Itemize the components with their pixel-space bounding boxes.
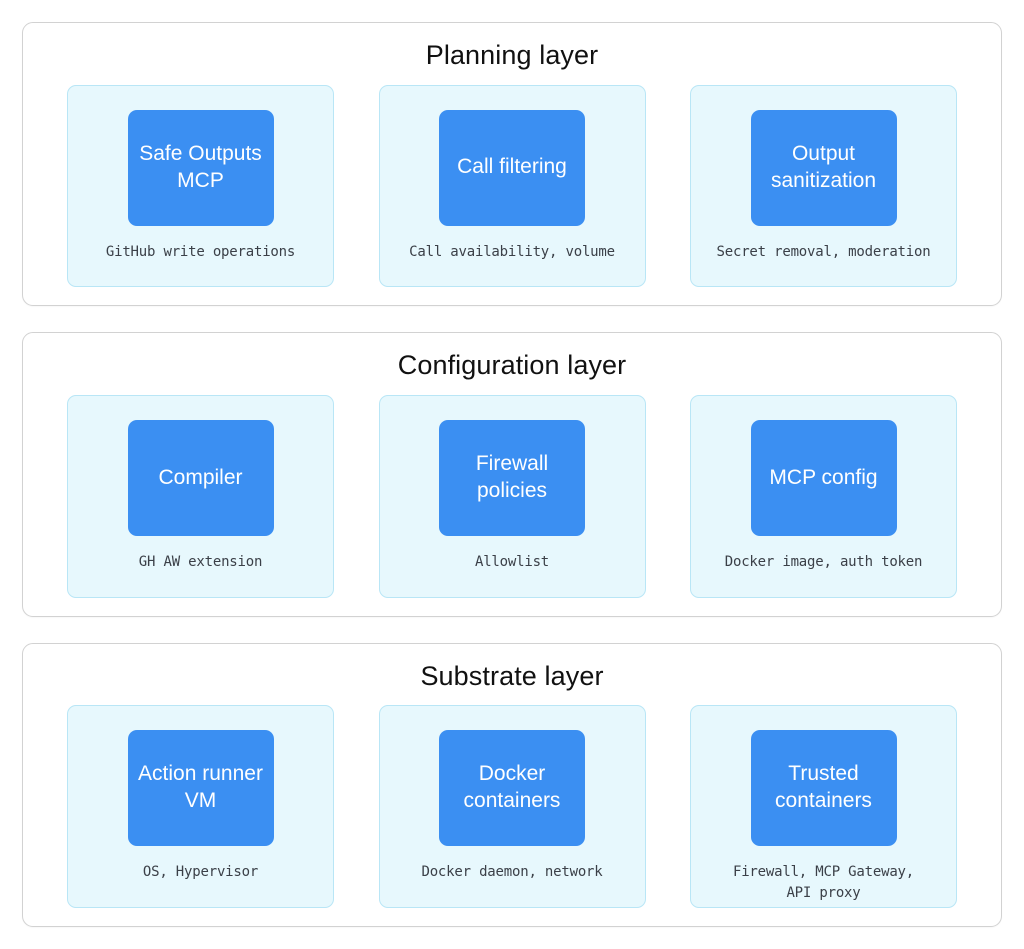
caption-action-runner-vm: OS, Hypervisor [142, 864, 259, 881]
node-compiler: Compiler [127, 420, 274, 537]
layer-title-planning: Planning layer [425, 40, 599, 70]
card-mcp-config[interactable]: MCP config Docker image, auth token [690, 395, 957, 598]
layer-title-substrate: Substrate layer [420, 660, 604, 691]
node-call-filtering: Call filtering [439, 109, 585, 226]
card-firewall-policies[interactable]: Firewall policies Allowlist [378, 395, 646, 598]
card-compiler[interactable]: Compiler GH AW extension [67, 395, 334, 598]
node-firewall-policies: Firewall policies [439, 420, 585, 537]
layer-title-configuration: Configuration layer [397, 350, 627, 381]
cards-row-configuration: Compiler GH AW extension Firewall polici… [23, 395, 1001, 598]
cards-row-substrate: Action runner VM OS, Hypervisor Docker c… [23, 705, 1001, 908]
card-output-sanitization[interactable]: Output sanitization Secret removal, mode… [690, 84, 957, 288]
caption-trusted-containers: Firewall, MCP Gateway, API proxy [732, 864, 915, 901]
node-docker-containers: Docker containers [439, 730, 585, 847]
caption-compiler: GH AW extension [138, 554, 263, 571]
card-docker-containers[interactable]: Docker containers Docker daemon, network [378, 705, 646, 908]
caption-call-filtering: Call availability, volume [409, 243, 615, 260]
caption-firewall-policies: Allowlist [474, 554, 550, 571]
layer-panel-substrate: Substrate layer Action runner VM OS, Hyp… [22, 642, 1002, 927]
caption-mcp-config: Docker image, auth token [724, 554, 923, 571]
layer-panel-configuration: Configuration layer Compiler GH AW exten… [22, 332, 1002, 617]
card-safe-outputs-mcp[interactable]: Safe Outputs MCP GitHub write operations [67, 84, 334, 288]
card-trusted-containers[interactable]: Trusted containers Firewall, MCP Gateway… [690, 705, 957, 908]
card-action-runner-vm[interactable]: Action runner VM OS, Hypervisor [67, 705, 334, 908]
node-trusted-containers: Trusted containers [750, 730, 897, 847]
node-mcp-config: MCP config [750, 420, 897, 537]
card-call-filtering[interactable]: Call filtering Call availability, volume [378, 84, 646, 288]
caption-safe-outputs-mcp: GitHub write operations [105, 243, 296, 260]
node-action-runner-vm: Action runner VM [127, 730, 274, 847]
layer-panel-planning: Planning layer Safe Outputs MCP GitHub w… [22, 22, 1002, 307]
node-output-sanitization: Output sanitization [750, 109, 897, 226]
caption-docker-containers: Docker daemon, network [421, 864, 603, 881]
node-safe-outputs-mcp: Safe Outputs MCP [127, 109, 274, 226]
caption-output-sanitization: Secret removal, moderation [716, 243, 931, 260]
cards-row-planning: Safe Outputs MCP GitHub write operations… [23, 84, 1001, 288]
